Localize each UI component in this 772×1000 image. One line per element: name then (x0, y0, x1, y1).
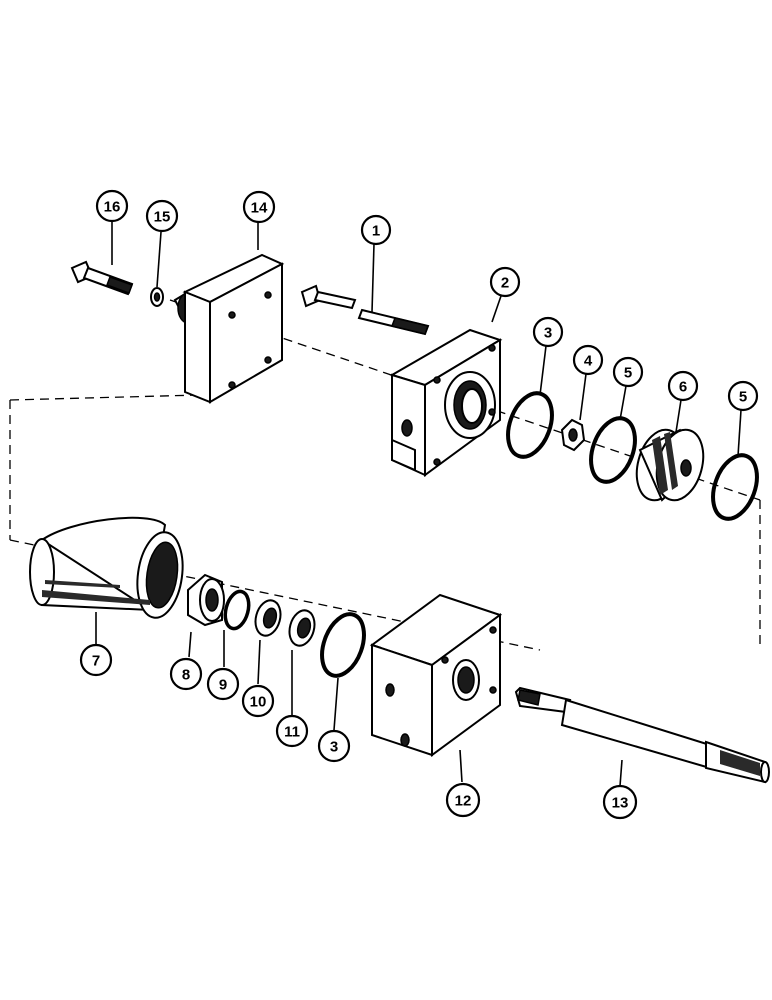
part-14-mounting-plate (173, 253, 285, 404)
svg-text:12: 12 (455, 793, 472, 810)
callout-15: 15 (145, 199, 179, 233)
part-8-bushing (187, 573, 225, 627)
svg-text:4: 4 (584, 353, 593, 370)
svg-text:14: 14 (251, 200, 268, 217)
callout-3-lower: 3 (317, 729, 351, 763)
part-12-rod-end-block (369, 593, 503, 757)
part-9-o-ring (223, 589, 251, 631)
callout-5-second: 5 (727, 380, 759, 412)
svg-text:10: 10 (250, 694, 267, 711)
callout-leaders (95, 222, 742, 787)
svg-text:2: 2 (501, 275, 509, 292)
callout-6: 6 (667, 370, 699, 402)
callout-3-upper: 3 (532, 316, 564, 348)
part-6-piston (635, 428, 705, 502)
part-5-seal-ring-first (589, 416, 637, 484)
svg-text:8: 8 (182, 667, 190, 684)
svg-text:6: 6 (679, 379, 687, 396)
part-4-nut (560, 418, 586, 452)
svg-text:15: 15 (154, 209, 171, 226)
callout-7: 7 (79, 643, 113, 677)
callout-5-first: 5 (612, 356, 644, 388)
svg-text:13: 13 (612, 795, 629, 812)
svg-text:7: 7 (92, 653, 100, 670)
svg-text:3: 3 (544, 325, 552, 342)
callout-8: 8 (169, 657, 203, 691)
part-1-tie-rod (300, 284, 430, 336)
svg-text:11: 11 (284, 724, 300, 741)
svg-text:1: 1 (372, 223, 380, 240)
callout-13: 13 (602, 784, 638, 820)
svg-text:5: 5 (624, 365, 632, 382)
callout-4: 4 (572, 344, 604, 376)
part-15-washer (150, 287, 164, 307)
callout-14: 14 (242, 190, 276, 224)
callout-2: 2 (489, 266, 521, 298)
callout-10: 10 (241, 684, 275, 718)
part-7-cylinder-barrel (29, 516, 184, 619)
svg-text:9: 9 (219, 677, 227, 694)
callout-11: 11 (275, 714, 309, 748)
part-5-seal-ring-second (711, 453, 759, 521)
svg-text:3: 3 (330, 739, 338, 756)
part-16-cap-screw (70, 260, 134, 296)
callout-9: 9 (206, 667, 240, 701)
part-11-washer (288, 609, 316, 647)
callout-16: 16 (95, 189, 129, 223)
part-13-piston-rod (514, 686, 770, 784)
part-3-o-ring-lower (320, 612, 366, 678)
callout-12: 12 (445, 782, 481, 818)
part-3-o-ring-upper (506, 391, 554, 459)
part-2-head-block (389, 328, 503, 477)
part-10-washer (254, 599, 282, 637)
callout-1: 1 (360, 214, 392, 246)
svg-text:5: 5 (739, 389, 747, 406)
svg-text:16: 16 (104, 199, 121, 216)
